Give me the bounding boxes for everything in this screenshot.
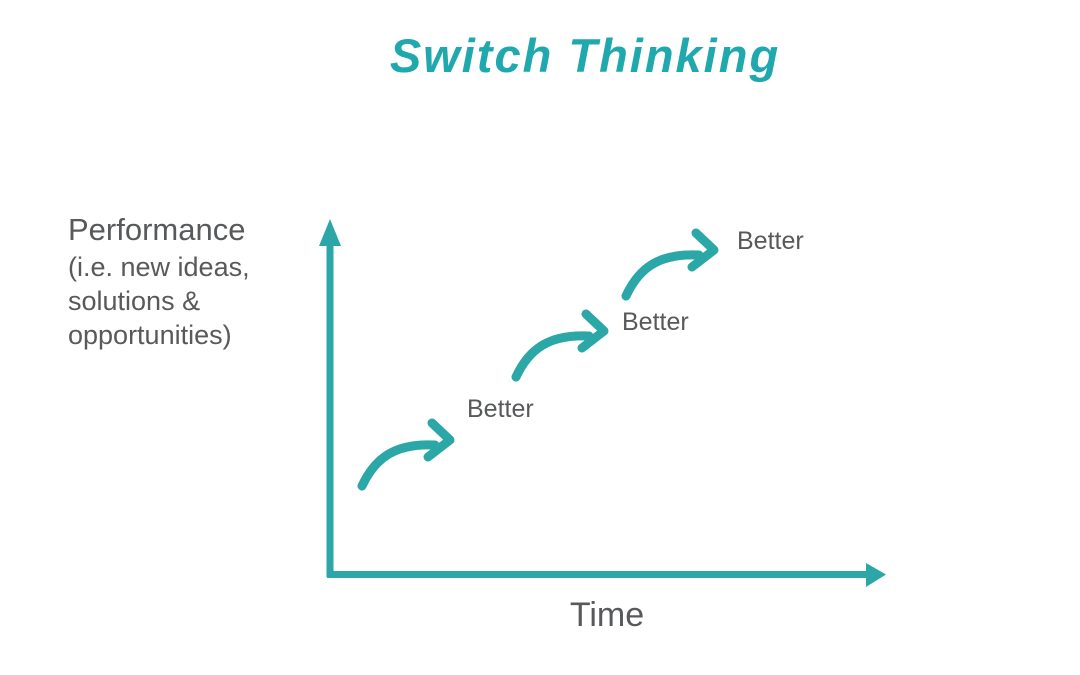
y-axis-label-sub-line-3: opportunities) <box>68 320 232 350</box>
x-axis-arrowhead-icon <box>866 563 886 587</box>
better-label-3: Better <box>737 227 804 255</box>
page-title: Switch Thinking <box>389 29 781 82</box>
y-axis-arrowhead-icon <box>319 219 341 246</box>
growth-arrow-icon-1 <box>362 423 450 486</box>
x-axis-label: Time <box>569 596 645 634</box>
y-axis-label-main: Performance <box>68 212 246 247</box>
better-label-2: Better <box>622 308 689 336</box>
growth-arrow-icon-3 <box>626 233 714 296</box>
y-axis-label-block: Performance (i.e. new ideas, solutions &… <box>68 210 250 352</box>
growth-arrow-icon-2 <box>516 314 604 377</box>
better-label-1: Better <box>467 395 534 423</box>
y-axis-label-sub-line-2: solutions & <box>68 286 201 316</box>
y-axis-label-sub-line-1: (i.e. new ideas, <box>68 252 250 282</box>
